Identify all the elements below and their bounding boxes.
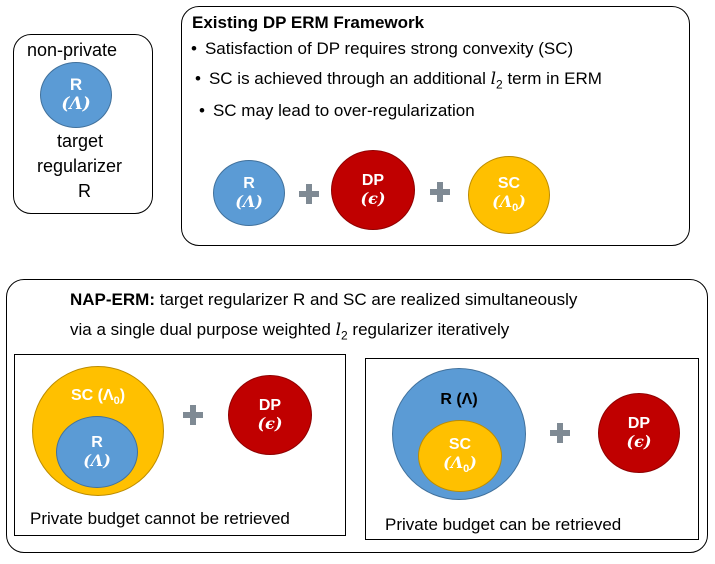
plus-icon [430,182,450,202]
existing-r-circle: R (Λ) [213,160,285,226]
plus-icon [183,405,203,425]
nonprivate-caption-3: R [78,181,91,201]
existing-bullet-3: •SC may lead to over-regularization [199,101,475,120]
nonprivate-caption-2: regularizer [37,156,123,176]
nonprivate-title: non-private [27,40,118,60]
naperm-line-2: via a single dual purpose weighted l2 re… [70,320,510,343]
right-caption: Private budget can be retrieved [385,515,622,534]
sc-inner-circle: SC (Λ0) [418,420,502,492]
existing-bullet-2: •SC is achieved through an additional l2… [195,69,602,92]
circle-label: R [69,75,83,95]
r-inner-circle: R (Λ) [56,416,138,488]
existing-sc-circle: SC (Λ0) [468,156,550,234]
existing-dp-circle: DP (ϵ) [331,150,415,230]
nonprivate-caption-1: target [57,131,104,151]
right-dp-circle: DP (ϵ) [598,393,680,473]
nonprivate-r-circle: R (Λ) [40,62,112,128]
naperm-title: NAP-ERM: target regularizer R and SC are… [70,290,578,309]
plus-icon [299,184,319,204]
left-caption: Private budget cannot be retrieved [30,509,290,528]
plus-icon [550,423,570,443]
existing-bullet-1: •Satisfaction of DP requires strong conv… [191,39,574,58]
existing-title: Existing DP ERM Framework [192,13,425,32]
left-dp-circle: DP (ϵ) [228,375,312,455]
circle-param: (Λ) [61,94,91,114]
